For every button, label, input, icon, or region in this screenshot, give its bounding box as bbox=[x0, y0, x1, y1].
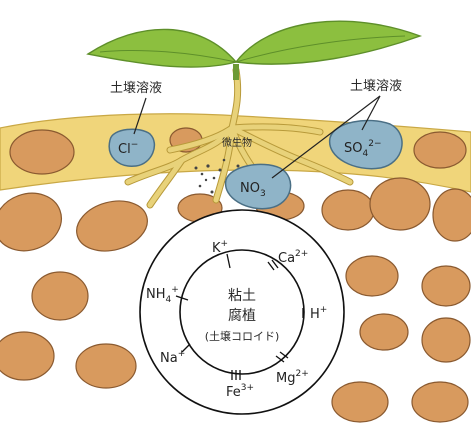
soil-solution-right-label: 土壌溶液 bbox=[350, 79, 402, 94]
colloid-label-clay: 粘土 bbox=[228, 288, 256, 304]
soil-particle bbox=[346, 256, 398, 296]
soil-particle bbox=[422, 266, 470, 306]
colloid-label-soil-colloid: (土壌コロイド) bbox=[205, 330, 280, 343]
soil-particle bbox=[433, 189, 471, 241]
soil-particle bbox=[412, 382, 468, 422]
plant-leaves bbox=[88, 21, 420, 80]
soil-particle bbox=[332, 382, 388, 422]
soil-particle bbox=[71, 194, 153, 259]
microbe-label: 微生物 bbox=[222, 136, 252, 149]
left-leaf bbox=[88, 29, 236, 67]
soil-solution-left-label: 土壌溶液 bbox=[110, 81, 162, 96]
colloid-label-humus: 腐植 bbox=[228, 307, 256, 324]
soil-particle bbox=[322, 190, 374, 230]
soil-particle bbox=[0, 184, 70, 260]
soil-particle bbox=[422, 318, 470, 362]
soil-particle bbox=[76, 344, 136, 388]
soil-particle bbox=[370, 178, 430, 230]
soil-particle bbox=[414, 132, 466, 168]
soil-particle bbox=[32, 272, 88, 320]
soil-particle bbox=[0, 332, 54, 380]
soil-particle bbox=[10, 130, 74, 174]
soil-particle bbox=[360, 314, 408, 350]
